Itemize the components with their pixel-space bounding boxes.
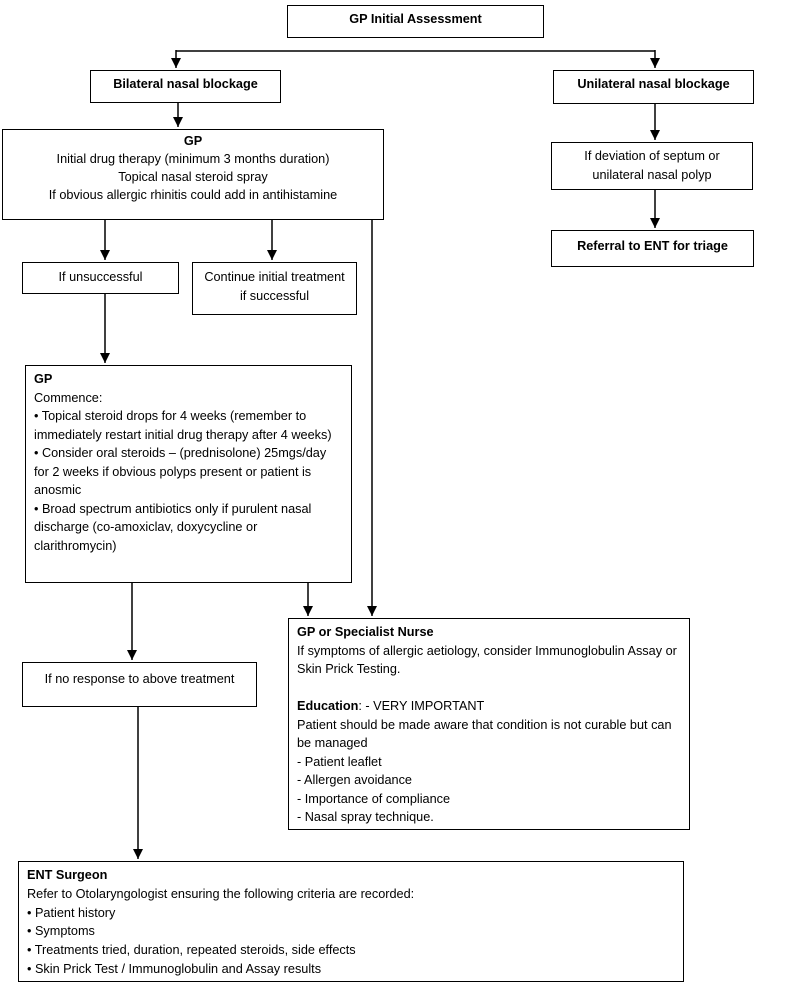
therapy-line: If obvious allergic rhinitis could add i… — [48, 188, 338, 202]
box-title: GP Initial Assessment — [349, 12, 482, 26]
nurse-item: - Patient leaflet — [297, 754, 382, 769]
nurse-paragraph: If symptoms of allergic aetiology, consi… — [297, 643, 677, 677]
blank-line — [297, 679, 681, 698]
therapy-line: Initial drug therapy (minimum 3 months d… — [56, 152, 330, 166]
box-referral-ent-triage: Referral to ENT for triage — [551, 230, 754, 267]
box-bilateral-nasal-blockage: Bilateral nasal blockage — [90, 70, 281, 103]
ent-item: • Patient history — [27, 905, 116, 920]
box-gp-specialist-nurse: GP or Specialist Nurse If symptoms of al… — [288, 618, 690, 830]
ent-item: • Treatments tried, duration, repeated s… — [27, 943, 356, 958]
education-line: Education: - VERY IMPORTANT — [297, 697, 681, 716]
box-text: Continue initial treatment if successful — [204, 270, 345, 303]
box-title: Unilateral nasal blockage — [577, 77, 730, 91]
commence-line: • Consider oral steroids – (prednisolone… — [34, 446, 327, 497]
box-title: GP — [183, 134, 203, 148]
commence-line: Commence: — [34, 390, 103, 405]
box-septum-deviation: If deviation of septum or unilateral nas… — [551, 142, 753, 190]
box-gp-commence: GP Commence: • Topical steroid drops for… — [25, 365, 352, 583]
education-note: : - VERY IMPORTANT — [358, 699, 485, 713]
commence-line: • Broad spectrum antibiotics only if pur… — [34, 501, 312, 553]
commence-line: • Topical steroid drops for 4 weeks (rem… — [34, 409, 332, 442]
box-if-unsuccessful: If unsuccessful — [22, 262, 179, 294]
box-gp-initial-therapy: GP Initial drug therapy (minimum 3 month… — [2, 129, 384, 220]
nurse-item: - Allergen avoidance — [297, 773, 412, 787]
nurse-paragraph: Patient should be made aware that condit… — [297, 717, 672, 751]
box-text: If deviation of septum or unilateral nas… — [584, 149, 720, 182]
ent-intro: Refer to Otolaryngologist ensuring the f… — [27, 886, 415, 901]
box-text: If unsuccessful — [58, 270, 143, 284]
box-gp-initial-assessment: GP Initial Assessment — [287, 5, 544, 38]
box-title: GP — [34, 372, 53, 386]
nurse-item: - Importance of compliance — [297, 791, 451, 806]
box-unilateral-nasal-blockage: Unilateral nasal blockage — [553, 70, 754, 104]
nurse-item: - Nasal spray technique. — [297, 810, 434, 824]
box-title: Bilateral nasal blockage — [113, 77, 258, 91]
box-title: GP or Specialist Nurse — [297, 625, 434, 639]
education-label: Education — [297, 699, 359, 713]
box-continue-treatment: Continue initial treatment if successful — [192, 262, 357, 315]
ent-item: • Symptoms — [27, 924, 95, 939]
box-title: ENT Surgeon — [27, 868, 108, 882]
box-title: Referral to ENT for triage — [577, 239, 728, 253]
box-text: If no response to above treatment — [44, 672, 235, 686]
ent-item: • Skin Prick Test / Immunoglobulin and A… — [27, 961, 322, 976]
therapy-line: Topical nasal steroid spray — [118, 170, 268, 184]
box-ent-surgeon: ENT Surgeon Refer to Otolaryngologist en… — [18, 861, 684, 982]
box-no-response: If no response to above treatment — [22, 662, 257, 707]
